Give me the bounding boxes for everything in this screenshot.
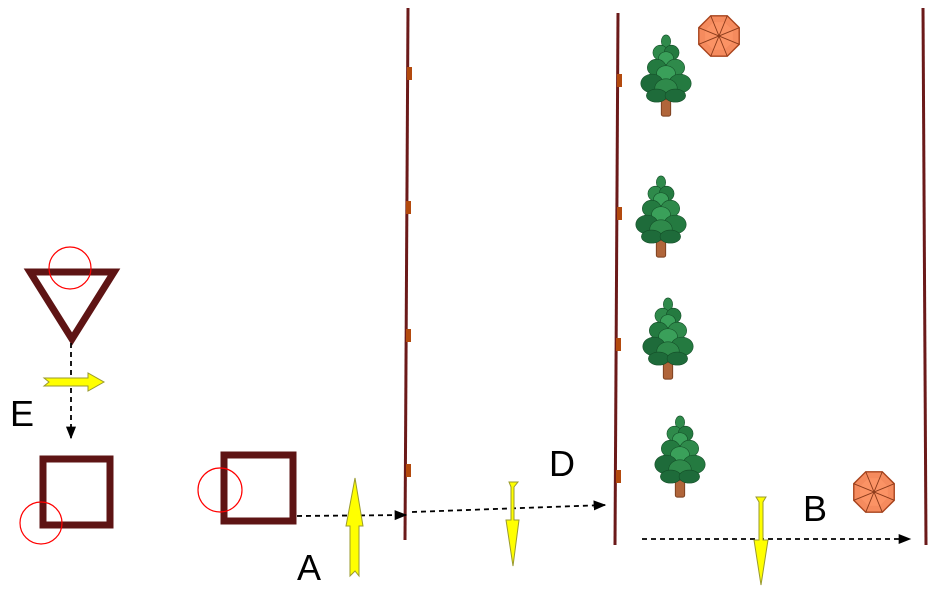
square-box-icon: [39, 455, 114, 529]
wall-2-ticks: [616, 74, 622, 483]
pine-tree-icon: [642, 297, 694, 380]
label-d: D: [549, 443, 575, 484]
label-a: A: [297, 547, 321, 588]
yield-triangle-icon: [23, 268, 121, 346]
wall-tick: [407, 67, 412, 80]
label-e: E: [10, 393, 34, 434]
wall-tick: [406, 329, 411, 342]
wall-tick: [406, 201, 411, 214]
wall-tick: [406, 464, 411, 477]
yellow-arrow-up: [345, 477, 364, 578]
marker-circle: [48, 246, 92, 290]
label-b: B: [803, 488, 827, 529]
pine-tree-icon: [640, 34, 692, 117]
yellow-arrow-right: [42, 372, 106, 392]
square-box-icon: [220, 451, 297, 525]
wall-line-1: [403, 7, 410, 541]
dashed-arrow-d: [411, 500, 607, 513]
pine-tree-icon: [654, 415, 706, 498]
yellow-arrow-down: [753, 496, 769, 586]
marker-circle: [197, 467, 243, 513]
wall-tick: [617, 207, 622, 220]
umbrella-icon: [853, 471, 895, 513]
wall-tick: [616, 470, 621, 483]
wall-tick: [616, 338, 621, 351]
umbrella-icon: [698, 15, 740, 57]
wall-line-3: [921, 7, 928, 546]
wall-tick: [617, 74, 622, 87]
yellow-arrow-down: [505, 481, 520, 567]
marker-circle: [19, 501, 63, 545]
pine-tree-icon: [635, 175, 687, 258]
wall-line-2: [613, 12, 620, 546]
wall-1-ticks: [406, 67, 412, 477]
